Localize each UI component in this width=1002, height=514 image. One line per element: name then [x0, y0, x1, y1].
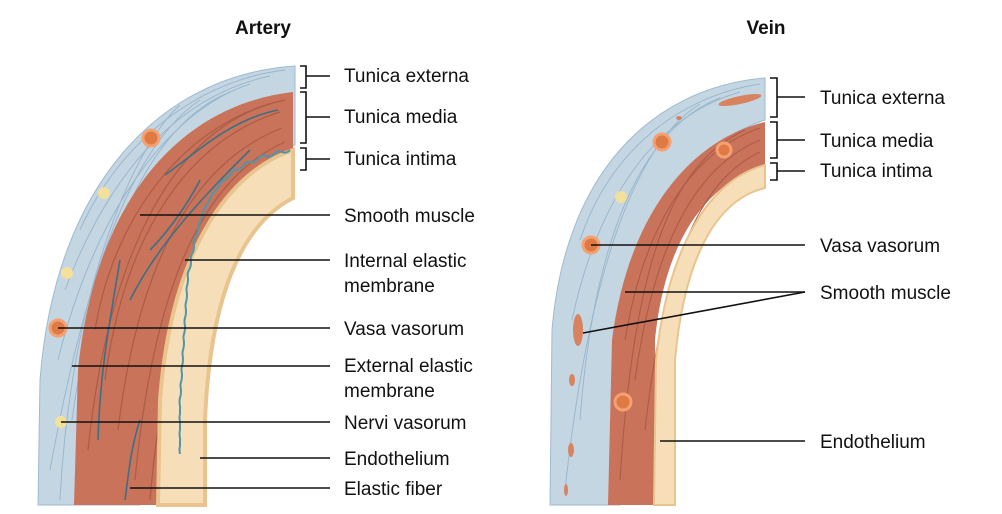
vein-label-tunica-media: Tunica media — [820, 131, 934, 152]
artery-label-nervi-vasorum: Nervi vasorum — [344, 413, 466, 434]
artery-label-tunica-intima: Tunica intima — [344, 149, 457, 170]
artery-label-elastic-fiber: Elastic fiber — [344, 479, 443, 500]
vein-vasa-vasorum-dot-4 — [613, 392, 633, 412]
vein-label-smooth-muscle: Smooth muscle — [820, 283, 951, 304]
vein-tunica-intima-layer — [652, 163, 766, 506]
artery-title: Artery — [235, 18, 291, 39]
artery-label-external-elastic-line1: External elastic — [344, 356, 473, 377]
vein-externa-fibers — [564, 83, 761, 491]
artery-label-tunica-externa: Tunica externa — [344, 66, 469, 87]
artery-label-internal-elastic-line2: membrane — [344, 276, 435, 297]
vein-leader-lines — [582, 244, 806, 442]
artery-vasa-vasorum-dot-1 — [141, 128, 161, 148]
vein-label-tunica-intima: Tunica intima — [820, 161, 933, 182]
vein-externa-streaks — [564, 93, 762, 496]
vein-label-endothelium: Endothelium — [820, 432, 926, 453]
vein-vasa-vasorum-dot-2 — [715, 141, 733, 159]
artery-label-external-elastic-line2: membrane — [344, 381, 435, 402]
vein-nerve-dot — [615, 191, 627, 203]
artery-tunica-intima-layer — [155, 147, 295, 507]
vein-panel: Vein — [549, 18, 951, 506]
artery-internal-elastic-wave — [178, 149, 291, 455]
artery-label-vasa-vasorum: Vasa vasorum — [344, 319, 464, 340]
artery-label-internal-elastic-line1: Internal elastic — [344, 251, 467, 272]
artery-nerve-dot-2 — [61, 267, 73, 279]
vein-vasa-vasorum-dot-1 — [652, 132, 672, 152]
vein-layer-brackets — [770, 77, 805, 181]
vein-label-tunica-externa: Tunica externa — [820, 88, 945, 109]
artery-leader-lines — [58, 214, 330, 489]
artery-media-vessels — [97, 109, 279, 501]
artery-label-smooth-muscle: Smooth muscle — [344, 206, 475, 227]
artery-label-endothelium: Endothelium — [344, 449, 450, 470]
vein-label-vasa-vasorum: Vasa vasorum — [820, 236, 940, 257]
vein-title: Vein — [746, 18, 785, 39]
artery-panel: Artery — [37, 18, 475, 507]
artery-layer-brackets — [300, 65, 330, 171]
artery-nerve-dot-1 — [98, 187, 110, 199]
artery-label-tunica-media: Tunica media — [344, 107, 458, 128]
